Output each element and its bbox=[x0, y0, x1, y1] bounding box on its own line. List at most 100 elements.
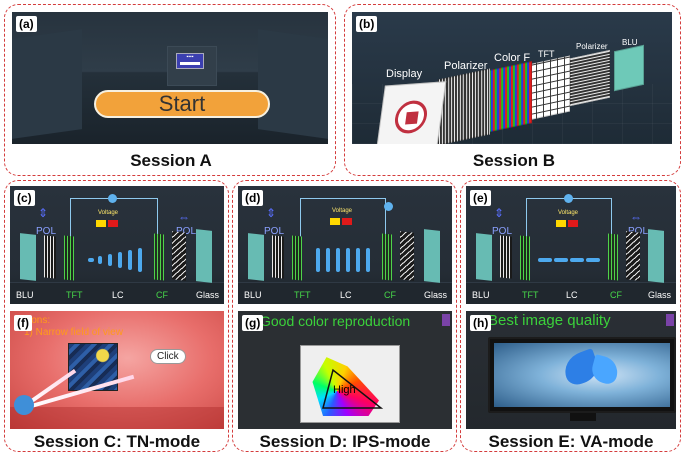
caption-session-d: Session D: IPS-mode bbox=[259, 432, 431, 451]
glass-plate bbox=[648, 229, 664, 283]
session-d-frame bbox=[232, 180, 457, 452]
session-a-view: (a) ▪▪▪▪ Start bbox=[12, 12, 328, 144]
cf-layer bbox=[608, 233, 618, 281]
electrode-ball bbox=[564, 194, 573, 203]
label-glass: Glass bbox=[196, 290, 220, 300]
layer-label-polarizer-front: Polarizer bbox=[444, 60, 488, 72]
label-lc: LC bbox=[340, 290, 352, 300]
session-e-lc-view: (e) ⇕ POL ⇔ POL Voltage BLU TFT LC CF Gl… bbox=[466, 186, 676, 304]
floor bbox=[238, 282, 452, 304]
voltage-label: Voltage bbox=[332, 208, 353, 214]
eye-orb-icon bbox=[14, 395, 34, 415]
tft-layer bbox=[292, 235, 302, 281]
lc-molecule bbox=[326, 248, 330, 272]
purple-marker bbox=[442, 314, 450, 326]
lc-molecule bbox=[128, 250, 132, 270]
voltage-on-switch[interactable] bbox=[556, 220, 566, 227]
label-lc: LC bbox=[566, 290, 578, 300]
feature-title: Best image quality bbox=[488, 312, 611, 329]
label-blu: BLU bbox=[16, 290, 34, 300]
gamut-high-label: High bbox=[333, 384, 356, 396]
voltage-on-switch[interactable] bbox=[330, 218, 340, 225]
pol-label-right: POL bbox=[176, 226, 197, 237]
display-layer bbox=[375, 81, 447, 144]
lc-molecule bbox=[366, 248, 370, 272]
caption-session-a: Session A bbox=[130, 151, 212, 170]
caption-session-b: Session B bbox=[472, 151, 556, 170]
panel-tag-h: (h) bbox=[470, 315, 492, 331]
panel-tag-e: (e) bbox=[470, 190, 491, 206]
label-cf: CF bbox=[156, 290, 168, 300]
layer-label-polarizer-back: Polarizer bbox=[576, 42, 608, 51]
label-lc: LC bbox=[112, 290, 124, 300]
session-e-frame bbox=[460, 180, 681, 452]
label-glass: Glass bbox=[424, 290, 448, 300]
panel-tag-g: (g) bbox=[242, 315, 264, 331]
blu-plate bbox=[476, 233, 492, 281]
butterfly-wing bbox=[589, 354, 621, 386]
tft-layer bbox=[64, 235, 74, 281]
start-button[interactable]: Start bbox=[94, 90, 270, 118]
nameplate-icon: ▪▪▪▪ bbox=[176, 53, 204, 69]
cf-layer bbox=[382, 233, 392, 281]
cie-gamut-chart: High bbox=[300, 345, 400, 423]
session-d-demo-view: (g) Good color reproduction High bbox=[238, 311, 452, 429]
monitor-stand bbox=[570, 413, 596, 421]
caption-session-c: Session C: TN-mode bbox=[33, 432, 201, 451]
glass-plate bbox=[424, 229, 440, 283]
session-e-demo-view: (h) Best image quality bbox=[466, 311, 676, 429]
click-button[interactable]: Click bbox=[150, 349, 186, 364]
floor bbox=[10, 407, 224, 429]
monitor bbox=[488, 337, 676, 413]
double-arrow-icon: ⇔ bbox=[178, 210, 190, 224]
pol-label-left: POL bbox=[36, 226, 57, 237]
right-wall bbox=[258, 29, 328, 139]
back-door bbox=[167, 46, 217, 86]
voltage-label: Voltage bbox=[98, 210, 119, 216]
label-blu: BLU bbox=[244, 290, 262, 300]
pol-label-left: POL bbox=[264, 226, 285, 237]
voltage-off-switch[interactable] bbox=[568, 220, 578, 227]
lc-molecule bbox=[108, 254, 112, 266]
pol-label-left: POL bbox=[492, 226, 513, 237]
electrode-ball bbox=[108, 194, 117, 203]
polarizer-back-layer bbox=[570, 49, 610, 107]
lc-molecule bbox=[346, 248, 350, 272]
circuit-wire bbox=[70, 198, 158, 242]
gamut-triangle-outline bbox=[322, 368, 384, 409]
session-c-demo-view: (f) Cons: 1) Narrow field of view Click bbox=[10, 311, 224, 429]
lc-molecule bbox=[118, 252, 122, 268]
cons-note: Cons: 1) Narrow field of view bbox=[24, 315, 123, 339]
university-seal-icon bbox=[392, 99, 430, 135]
front-polarizer bbox=[626, 231, 640, 281]
voltage-off-switch[interactable] bbox=[342, 218, 352, 225]
lc-molecule bbox=[538, 258, 552, 262]
front-polarizer bbox=[400, 231, 414, 281]
blu-layer bbox=[614, 44, 644, 92]
label-tft: TFT bbox=[66, 290, 83, 300]
double-arrow-icon: ⇕ bbox=[38, 206, 49, 220]
glass-plate bbox=[196, 229, 212, 283]
lc-molecule bbox=[554, 258, 568, 262]
rear-polarizer bbox=[44, 235, 56, 279]
monitor-screen bbox=[494, 343, 670, 407]
feature-title: Good color reproduction bbox=[260, 313, 411, 329]
label-tft: TFT bbox=[522, 290, 539, 300]
cons-item: 1) Narrow field of view bbox=[24, 327, 123, 338]
purple-marker bbox=[666, 314, 674, 326]
lc-molecule bbox=[98, 256, 102, 264]
voltage-label: Voltage bbox=[558, 210, 579, 216]
circuit-wire bbox=[300, 198, 386, 238]
lc-molecule bbox=[356, 248, 360, 272]
double-arrow-icon: ⇔ bbox=[630, 210, 642, 224]
layer-label-color-filter: Color F bbox=[494, 52, 531, 64]
voltage-off-switch[interactable] bbox=[108, 220, 118, 227]
session-a-frame bbox=[4, 4, 336, 176]
voltage-on-switch[interactable] bbox=[96, 220, 106, 227]
panel-tag-d: (d) bbox=[242, 190, 264, 206]
label-blu: BLU bbox=[472, 290, 490, 300]
panel-tag-b: (b) bbox=[356, 16, 378, 32]
polarizer-front-layer bbox=[438, 68, 490, 144]
label-tft: TFT bbox=[294, 290, 311, 300]
double-arrow-icon: ⇕ bbox=[494, 206, 505, 220]
